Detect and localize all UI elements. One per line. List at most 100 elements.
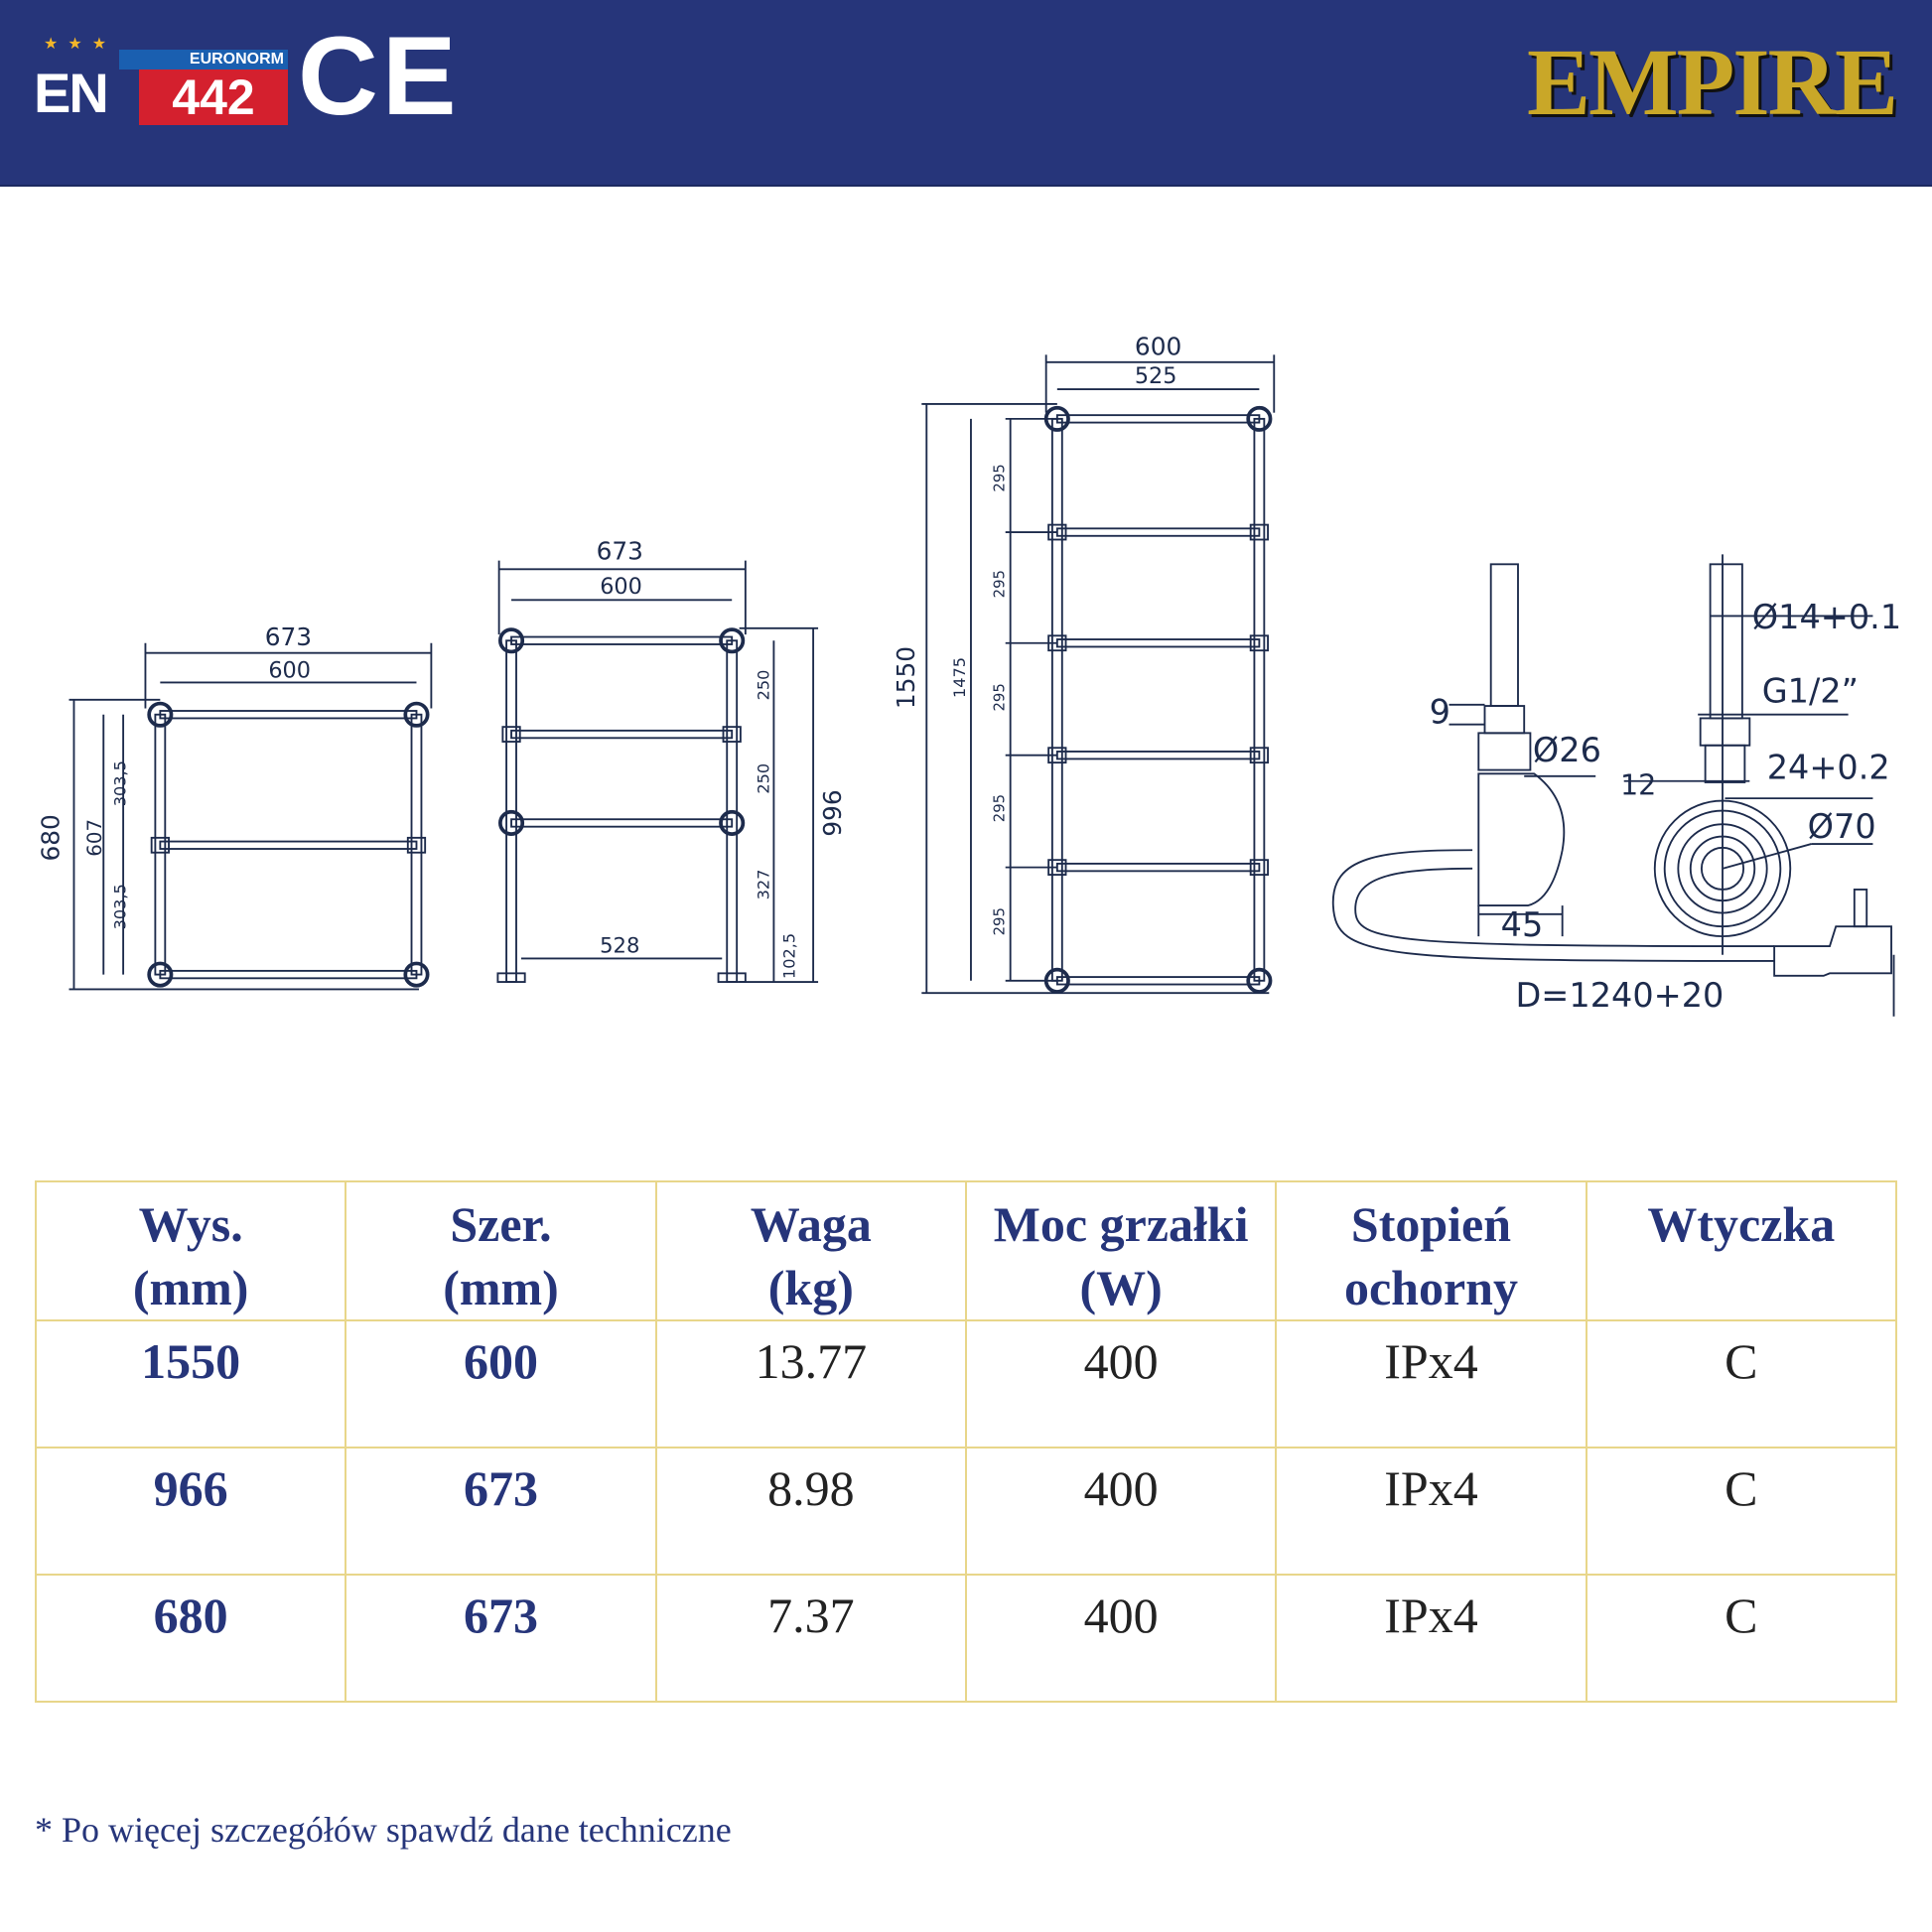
dim-heater-rod-diameter: Ø14+0.1 xyxy=(1752,598,1901,636)
medium-radiator-joint xyxy=(501,726,521,743)
tall-radiator-joint xyxy=(1249,634,1269,652)
small-radiator-joint xyxy=(150,836,170,854)
dim-heater-cable-length: D=1240+20 xyxy=(1516,976,1725,1015)
tall-radiator-bar xyxy=(1055,751,1261,760)
medium-radiator-joint xyxy=(719,809,746,836)
foot xyxy=(717,972,747,983)
dim-tall-spacing: 295 xyxy=(990,464,1008,491)
small-radiator-bar xyxy=(159,710,418,720)
en-label: EN xyxy=(34,62,109,124)
tall-radiator-post xyxy=(1253,417,1266,982)
medium-radiator-joint xyxy=(722,726,742,743)
dim-small-outer-width: 673 xyxy=(265,622,312,651)
tall-radiator-joint xyxy=(1249,747,1269,764)
tall-radiator-bar xyxy=(1055,976,1261,986)
table-header-row: Wys.(mm) Szer.(mm) Waga(kg) Moc grzałki(… xyxy=(34,1180,1898,1321)
medium-radiator-joint xyxy=(498,809,525,836)
dim-tall-height: 1550 xyxy=(892,646,920,709)
medium-radiator-bar xyxy=(510,818,734,828)
foot xyxy=(496,972,526,983)
heater-rod xyxy=(1709,563,1743,720)
plug-pin xyxy=(1853,889,1868,928)
cell-protection: IPx4 xyxy=(1275,1319,1587,1449)
dim-tall-spacing: 295 xyxy=(990,907,1008,935)
small-radiator-joint xyxy=(147,961,174,988)
medium-radiator-joint xyxy=(719,627,746,654)
heater-cable xyxy=(1331,849,1775,962)
cell-power: 400 xyxy=(964,1574,1278,1703)
tall-radiator-joint xyxy=(1249,523,1269,541)
dim-heater-nut-diameter: Ø26 xyxy=(1533,731,1601,769)
en-442-logo: ★★★ EURONORM EN 442 xyxy=(32,30,290,129)
header-width: Szer.(mm) xyxy=(345,1180,657,1321)
dimension-line xyxy=(1722,843,1812,870)
small-radiator-bar xyxy=(159,840,418,850)
dim-medium-outer-width: 673 xyxy=(597,536,643,565)
cell-width: 600 xyxy=(345,1319,657,1449)
dim-small-inner-height: 607 xyxy=(83,819,106,857)
dim-small-spacing-bottom: 303,5 xyxy=(111,884,130,929)
tall-radiator-bar xyxy=(1055,414,1261,424)
spec-table: Wys.(mm) Szer.(mm) Waga(kg) Moc grzałki(… xyxy=(34,1180,1898,1703)
small-radiator-joint xyxy=(403,701,430,728)
dim-medium-spacing-1: 250 xyxy=(754,670,772,701)
header-heater-power: Moc grzałki(W) xyxy=(964,1180,1278,1321)
tall-radiator-bar xyxy=(1055,527,1261,537)
dim-tall-spacing: 295 xyxy=(990,570,1008,598)
empire-brand-logo: EMPIRE xyxy=(1527,29,1898,135)
euronorm-label: EURONORM xyxy=(119,50,288,69)
cell-power: 400 xyxy=(964,1319,1278,1449)
tall-radiator-joint xyxy=(1246,967,1273,994)
heater-hex xyxy=(1704,744,1746,783)
tall-radiator-bar xyxy=(1055,862,1261,873)
cell-height: 1550 xyxy=(34,1319,347,1449)
norm-number: 442 xyxy=(139,69,288,125)
cell-protection: IPx4 xyxy=(1275,1447,1587,1576)
dim-medium-height: 966 xyxy=(817,789,846,836)
dim-tall-outer-width: 600 xyxy=(1135,332,1181,360)
dim-tall-inner-width: 525 xyxy=(1135,363,1177,389)
dim-heater-nut-height: 9 xyxy=(1430,692,1450,731)
header-weight: Waga(kg) xyxy=(654,1180,967,1321)
table-row: 966 673 8.98 400 IPx4 C xyxy=(34,1447,1898,1576)
cell-plug: C xyxy=(1585,1319,1898,1449)
dim-small-inner-width: 600 xyxy=(268,658,311,684)
technical-drawings: 673 600 680 607 303,5 303,5 673 600 966 … xyxy=(37,332,1901,1017)
cell-weight: 8.98 xyxy=(654,1447,967,1576)
dim-medium-spacing-2: 250 xyxy=(754,763,772,794)
dim-tall-inner-height: 1475 xyxy=(950,657,969,698)
heater-thread xyxy=(1699,717,1751,747)
small-radiator-joint xyxy=(403,961,430,988)
cell-width: 673 xyxy=(345,1447,657,1576)
tall-radiator-joint xyxy=(1246,405,1273,432)
heater-body xyxy=(1477,772,1566,907)
cell-weight: 7.37 xyxy=(654,1574,967,1703)
dim-heater-hex-size: 24+0.2 xyxy=(1767,748,1890,786)
small-radiator-joint xyxy=(406,836,427,854)
heater-rod xyxy=(1489,563,1519,707)
dim-medium-inner-width: 600 xyxy=(600,574,642,600)
small-radiator-joint xyxy=(147,701,174,728)
footnote: * Po więcej szczegółów spawdź dane techn… xyxy=(35,1810,732,1850)
heater-nut xyxy=(1483,705,1526,735)
cell-protection: IPx4 xyxy=(1275,1574,1587,1703)
tall-radiator-post xyxy=(1050,417,1063,982)
stars-icon: ★★★ xyxy=(44,34,117,53)
table-row: 1550 600 13.77 400 IPx4 C xyxy=(34,1319,1898,1449)
header-height: Wys.(mm) xyxy=(34,1180,347,1321)
cell-height: 966 xyxy=(34,1447,347,1576)
tall-radiator-joint xyxy=(1249,859,1269,877)
header-plug: Wtyczka xyxy=(1585,1180,1898,1321)
dim-small-height: 680 xyxy=(37,814,66,861)
dim-heater-thread: G1/2” xyxy=(1762,671,1859,710)
dim-small-spacing-top: 303,5 xyxy=(111,760,130,806)
medium-radiator-joint xyxy=(498,627,525,654)
dim-heater-body-depth: 45 xyxy=(1501,905,1544,944)
dim-heater-hex-height: 12 xyxy=(1620,768,1656,801)
cell-height: 680 xyxy=(34,1574,347,1703)
dim-tall-spacing: 295 xyxy=(990,683,1008,711)
cell-plug: C xyxy=(1585,1447,1898,1576)
cell-width: 673 xyxy=(345,1574,657,1703)
medium-radiator-bar xyxy=(510,729,734,740)
